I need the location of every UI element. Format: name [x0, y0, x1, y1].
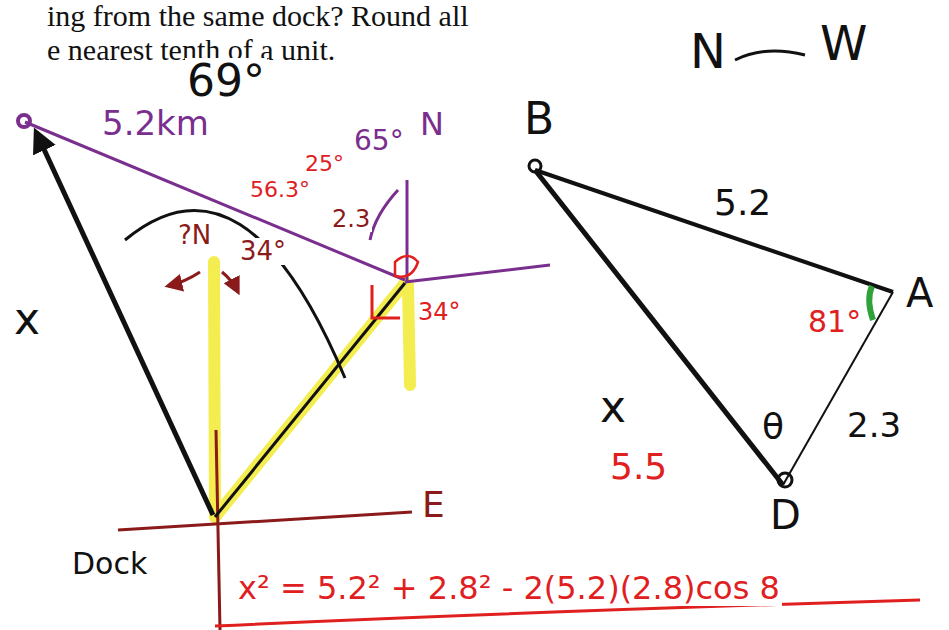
highlight [214, 262, 410, 517]
question-text: ing from the same dock? Round all [45, 0, 471, 32]
distance-label: 5.2km [100, 106, 211, 142]
side-label: x [598, 384, 628, 430]
side-label: 5.5 [608, 448, 669, 486]
east-label: E [420, 486, 447, 524]
vertex-label: A [904, 272, 935, 314]
distance-label: 2.3 [330, 207, 372, 232]
side-label: 5.2 [712, 184, 773, 222]
angle-label: θ [760, 408, 786, 446]
vertex-label: D [768, 494, 803, 536]
angle-label: 56.3° [248, 178, 312, 201]
angle-label: 34° [238, 238, 288, 265]
bearing-lines [36, 132, 418, 517]
direction-label: N [688, 26, 728, 76]
triangle [215, 51, 920, 626]
angle-label: 65° [352, 126, 406, 155]
north-label: ?N [176, 222, 213, 249]
angle-label: 25° [303, 152, 346, 175]
north-label: N [418, 108, 446, 142]
direction-label: W [818, 18, 869, 68]
point-label: Dock [70, 548, 149, 580]
side-label: x [12, 296, 42, 342]
side-label: 2.3 [845, 408, 903, 444]
angle-label: 81° [806, 306, 863, 338]
purple-lines [18, 115, 550, 282]
vertex-label: B [522, 96, 556, 142]
angle-label: 34° [416, 300, 463, 325]
angle-label: 69° [185, 58, 267, 104]
equation: x² = 5.2² + 2.8² - 2(5.2)(2.8)cos 8 [236, 572, 782, 606]
